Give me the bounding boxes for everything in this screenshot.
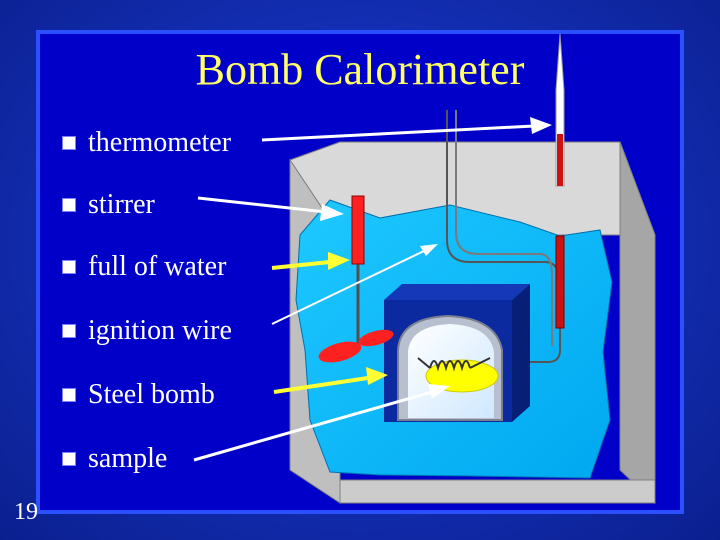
housing-side bbox=[619, 141, 656, 505]
ignition-wire-left bbox=[417, 357, 431, 369]
arrow-thermometer bbox=[261, 117, 552, 142]
bomb-block-side bbox=[512, 284, 530, 422]
bullet-steel-bomb: Steel bomb bbox=[62, 380, 215, 410]
bullet-square-icon bbox=[62, 198, 76, 212]
ignition-wire-right bbox=[469, 357, 491, 369]
bullet-label: Steel bomb bbox=[88, 379, 215, 410]
bullet-square-icon bbox=[62, 324, 76, 338]
thermometer-mercury bbox=[557, 134, 563, 186]
bullet-thermometer: thermometer bbox=[62, 128, 231, 158]
bullet-label: sample bbox=[88, 443, 168, 474]
bullet-sample: sample bbox=[62, 444, 167, 474]
ignition-lead-inner bbox=[455, 110, 553, 346]
slide-number: 19 bbox=[14, 499, 38, 525]
bullet-square-icon bbox=[62, 260, 76, 274]
arrow-stirrer bbox=[197, 196, 344, 221]
stirrer-blade-left bbox=[318, 341, 362, 363]
slide-title: Bomb Calorimeter bbox=[195, 45, 525, 94]
bullet-square-icon bbox=[62, 136, 76, 150]
bomb-block-top bbox=[384, 284, 530, 300]
bullet-ignition-wire: ignition wire bbox=[62, 316, 232, 346]
bullet-stirrer: stirrer bbox=[62, 190, 155, 220]
housing-bottom bbox=[339, 479, 656, 504]
bullet-square-icon bbox=[62, 388, 76, 402]
bullet-label: full of water bbox=[88, 251, 227, 282]
thermometer-lower bbox=[555, 235, 565, 329]
ignition-coil bbox=[429, 360, 471, 372]
arrow-water bbox=[271, 252, 350, 270]
stirrer-top bbox=[351, 195, 365, 265]
stirrer-blade-right bbox=[358, 329, 394, 347]
bullet-label: thermometer bbox=[88, 127, 232, 158]
bullet-label: ignition wire bbox=[88, 315, 232, 346]
arrow-sample bbox=[193, 384, 450, 462]
bullet-label: stirrer bbox=[88, 189, 155, 220]
arrow-steel-bomb bbox=[273, 367, 388, 394]
bullet-water: full of water bbox=[62, 252, 226, 282]
sample-shape bbox=[425, 359, 499, 393]
bullet-square-icon bbox=[62, 452, 76, 466]
arrow-ignition-wire bbox=[271, 244, 438, 325]
